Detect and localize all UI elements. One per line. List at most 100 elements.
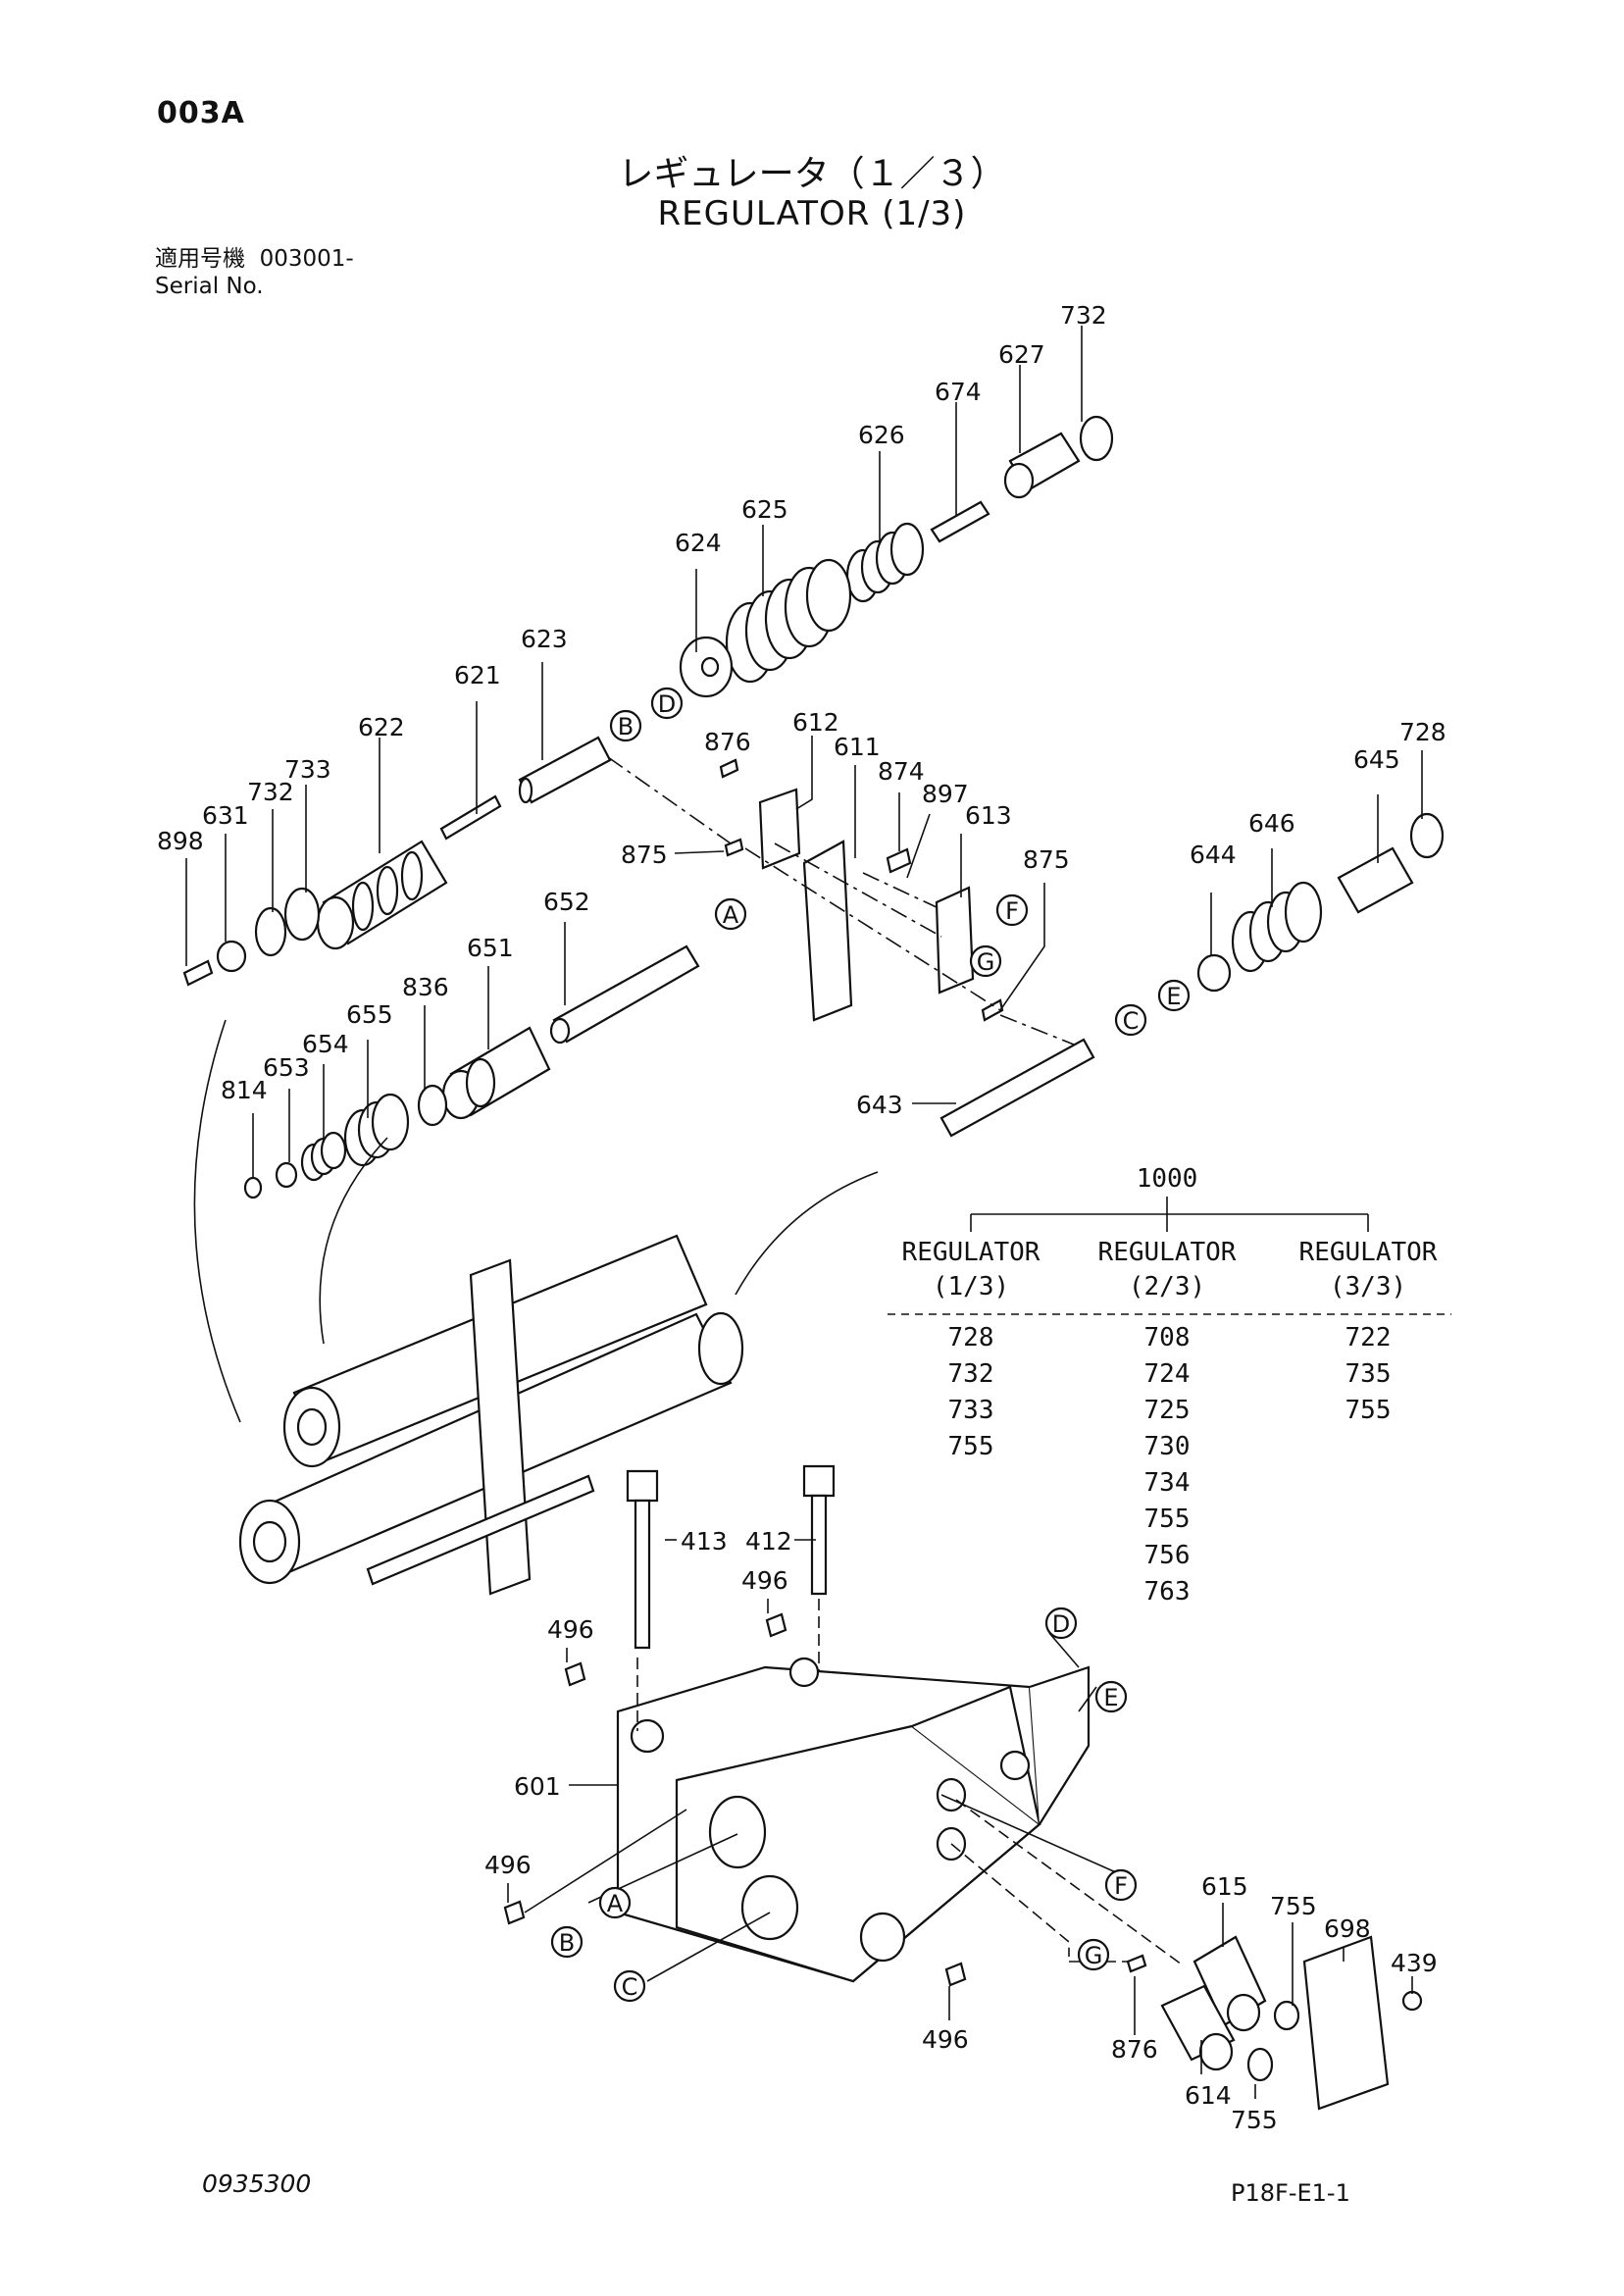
table-item: 728	[948, 1323, 994, 1352]
part-412-shank	[810, 1494, 828, 1596]
part-643-rod	[939, 1038, 1095, 1138]
marker-a-bot: A	[598, 1886, 632, 1919]
part-698-cover	[1302, 1935, 1390, 2111]
label-755b: 755	[1231, 2106, 1278, 2134]
part-413-shank	[634, 1499, 651, 1650]
part-874-pin	[886, 847, 912, 874]
part-496-plug	[765, 1612, 787, 1638]
table-item: 732	[948, 1359, 994, 1389]
page-code: 003A	[157, 96, 245, 130]
label-698: 698	[1324, 1914, 1371, 1943]
table-col3-sub: (3/3)	[1330, 1272, 1406, 1301]
label-898: 898	[157, 827, 204, 855]
arc-left	[193, 1019, 241, 1423]
part-755-ring	[1246, 2047, 1274, 2082]
label-496d: 496	[922, 2025, 969, 2054]
part-876-pin	[719, 758, 739, 779]
label-876b: 876	[1111, 2035, 1158, 2064]
leader-lines	[185, 326, 1423, 2099]
part-627-face	[1003, 462, 1035, 499]
part-875-pin	[724, 838, 744, 857]
label-624: 624	[675, 529, 722, 557]
label-732b: 732	[247, 778, 294, 806]
label-626: 626	[858, 421, 905, 449]
serial-label-en: Serial No.	[155, 274, 264, 299]
label-496a: 496	[741, 1566, 788, 1595]
svg-text:F: F	[1114, 1872, 1128, 1900]
label-643: 643	[856, 1091, 903, 1119]
label-651: 651	[467, 934, 514, 962]
label-732: 732	[1060, 301, 1107, 330]
title-english: REGULATOR (1/3)	[657, 194, 967, 233]
svg-text:E: E	[1103, 1684, 1118, 1711]
part-413-head	[626, 1469, 659, 1503]
part-601-housing	[616, 1657, 1091, 1983]
part-612-plate	[758, 788, 801, 870]
label-645: 645	[1353, 745, 1400, 774]
svg-text:C: C	[1123, 1007, 1140, 1035]
part-755-ring	[1273, 2000, 1300, 2031]
table-item: 755	[948, 1432, 994, 1461]
part-496-plug	[564, 1661, 586, 1687]
table-item: 735	[1345, 1359, 1392, 1389]
table-item: 708	[1144, 1323, 1191, 1352]
part-412-head	[802, 1464, 836, 1498]
label-496b: 496	[547, 1615, 594, 1644]
serial-block: 適用号機 003001- Serial No.	[155, 245, 354, 300]
table-item: 734	[1144, 1468, 1191, 1498]
part-labels: 732 627 674 626 625 624 623 621 622 733 …	[157, 301, 1446, 2134]
marker-g-top: G	[969, 944, 1002, 978]
marker-b-top: B	[609, 709, 642, 742]
marker-f-top: F	[995, 893, 1029, 927]
upper-spool-parts	[182, 415, 1114, 987]
part-646-spring	[1231, 881, 1323, 973]
label-631: 631	[202, 801, 249, 830]
svg-text:A: A	[607, 1890, 624, 1917]
part-496-plug	[503, 1900, 526, 1925]
lower-right-parts	[1126, 1935, 1423, 2111]
marker-e-top: E	[1157, 979, 1191, 1012]
label-875b: 875	[1023, 845, 1070, 874]
label-412: 412	[745, 1527, 792, 1556]
marker-g-bot: G	[1077, 1938, 1110, 1971]
label-655: 655	[346, 1000, 393, 1029]
part-876-pin	[1126, 1954, 1147, 1973]
part-836-ring	[417, 1084, 448, 1127]
label-836: 836	[402, 973, 449, 1001]
svg-text:F: F	[1005, 897, 1019, 925]
table-col3-head: REGULATOR	[1299, 1238, 1438, 1267]
part-814-ring	[243, 1176, 263, 1199]
part-623-piston	[518, 736, 612, 804]
label-623: 623	[521, 625, 568, 653]
serial-label-ja: 適用号機	[155, 246, 245, 272]
label-876a: 876	[704, 728, 751, 756]
label-627: 627	[998, 340, 1045, 369]
table-col2-head: REGULATOR	[1098, 1238, 1237, 1267]
table-item: 725	[1144, 1396, 1191, 1425]
svg-text:C: C	[622, 1973, 638, 2001]
part-651-sleeve	[441, 1026, 551, 1120]
table-col1-sub: (1/3)	[933, 1272, 1009, 1301]
part-728-oring	[1409, 812, 1445, 859]
marker-c-bot: C	[613, 1969, 646, 2003]
chain-lines	[607, 756, 1183, 1965]
part-496-plug	[944, 1962, 967, 1987]
table-item: 724	[1144, 1359, 1191, 1389]
part-613-plate	[935, 886, 975, 995]
right-spool-parts	[939, 812, 1445, 1138]
table-col2-sub: (2/3)	[1129, 1272, 1205, 1301]
table-col1-head: REGULATOR	[902, 1238, 1040, 1267]
table-items: 7287327337557087247257307347557567637227…	[948, 1323, 1392, 1607]
label-439: 439	[1391, 1949, 1438, 1977]
part-653-seat	[275, 1161, 298, 1189]
label-674: 674	[935, 378, 982, 406]
part-655-spring	[343, 1093, 410, 1167]
marker-a-top: A	[714, 897, 747, 931]
title-japanese: レギュレータ（１／３）	[618, 154, 1006, 194]
table-assembly-number: 1000	[1137, 1164, 1198, 1194]
label-875a: 875	[621, 841, 668, 869]
table-item: 755	[1345, 1396, 1392, 1425]
lever-parts	[719, 758, 1004, 1022]
label-733: 733	[284, 755, 331, 784]
label-874: 874	[878, 757, 925, 786]
